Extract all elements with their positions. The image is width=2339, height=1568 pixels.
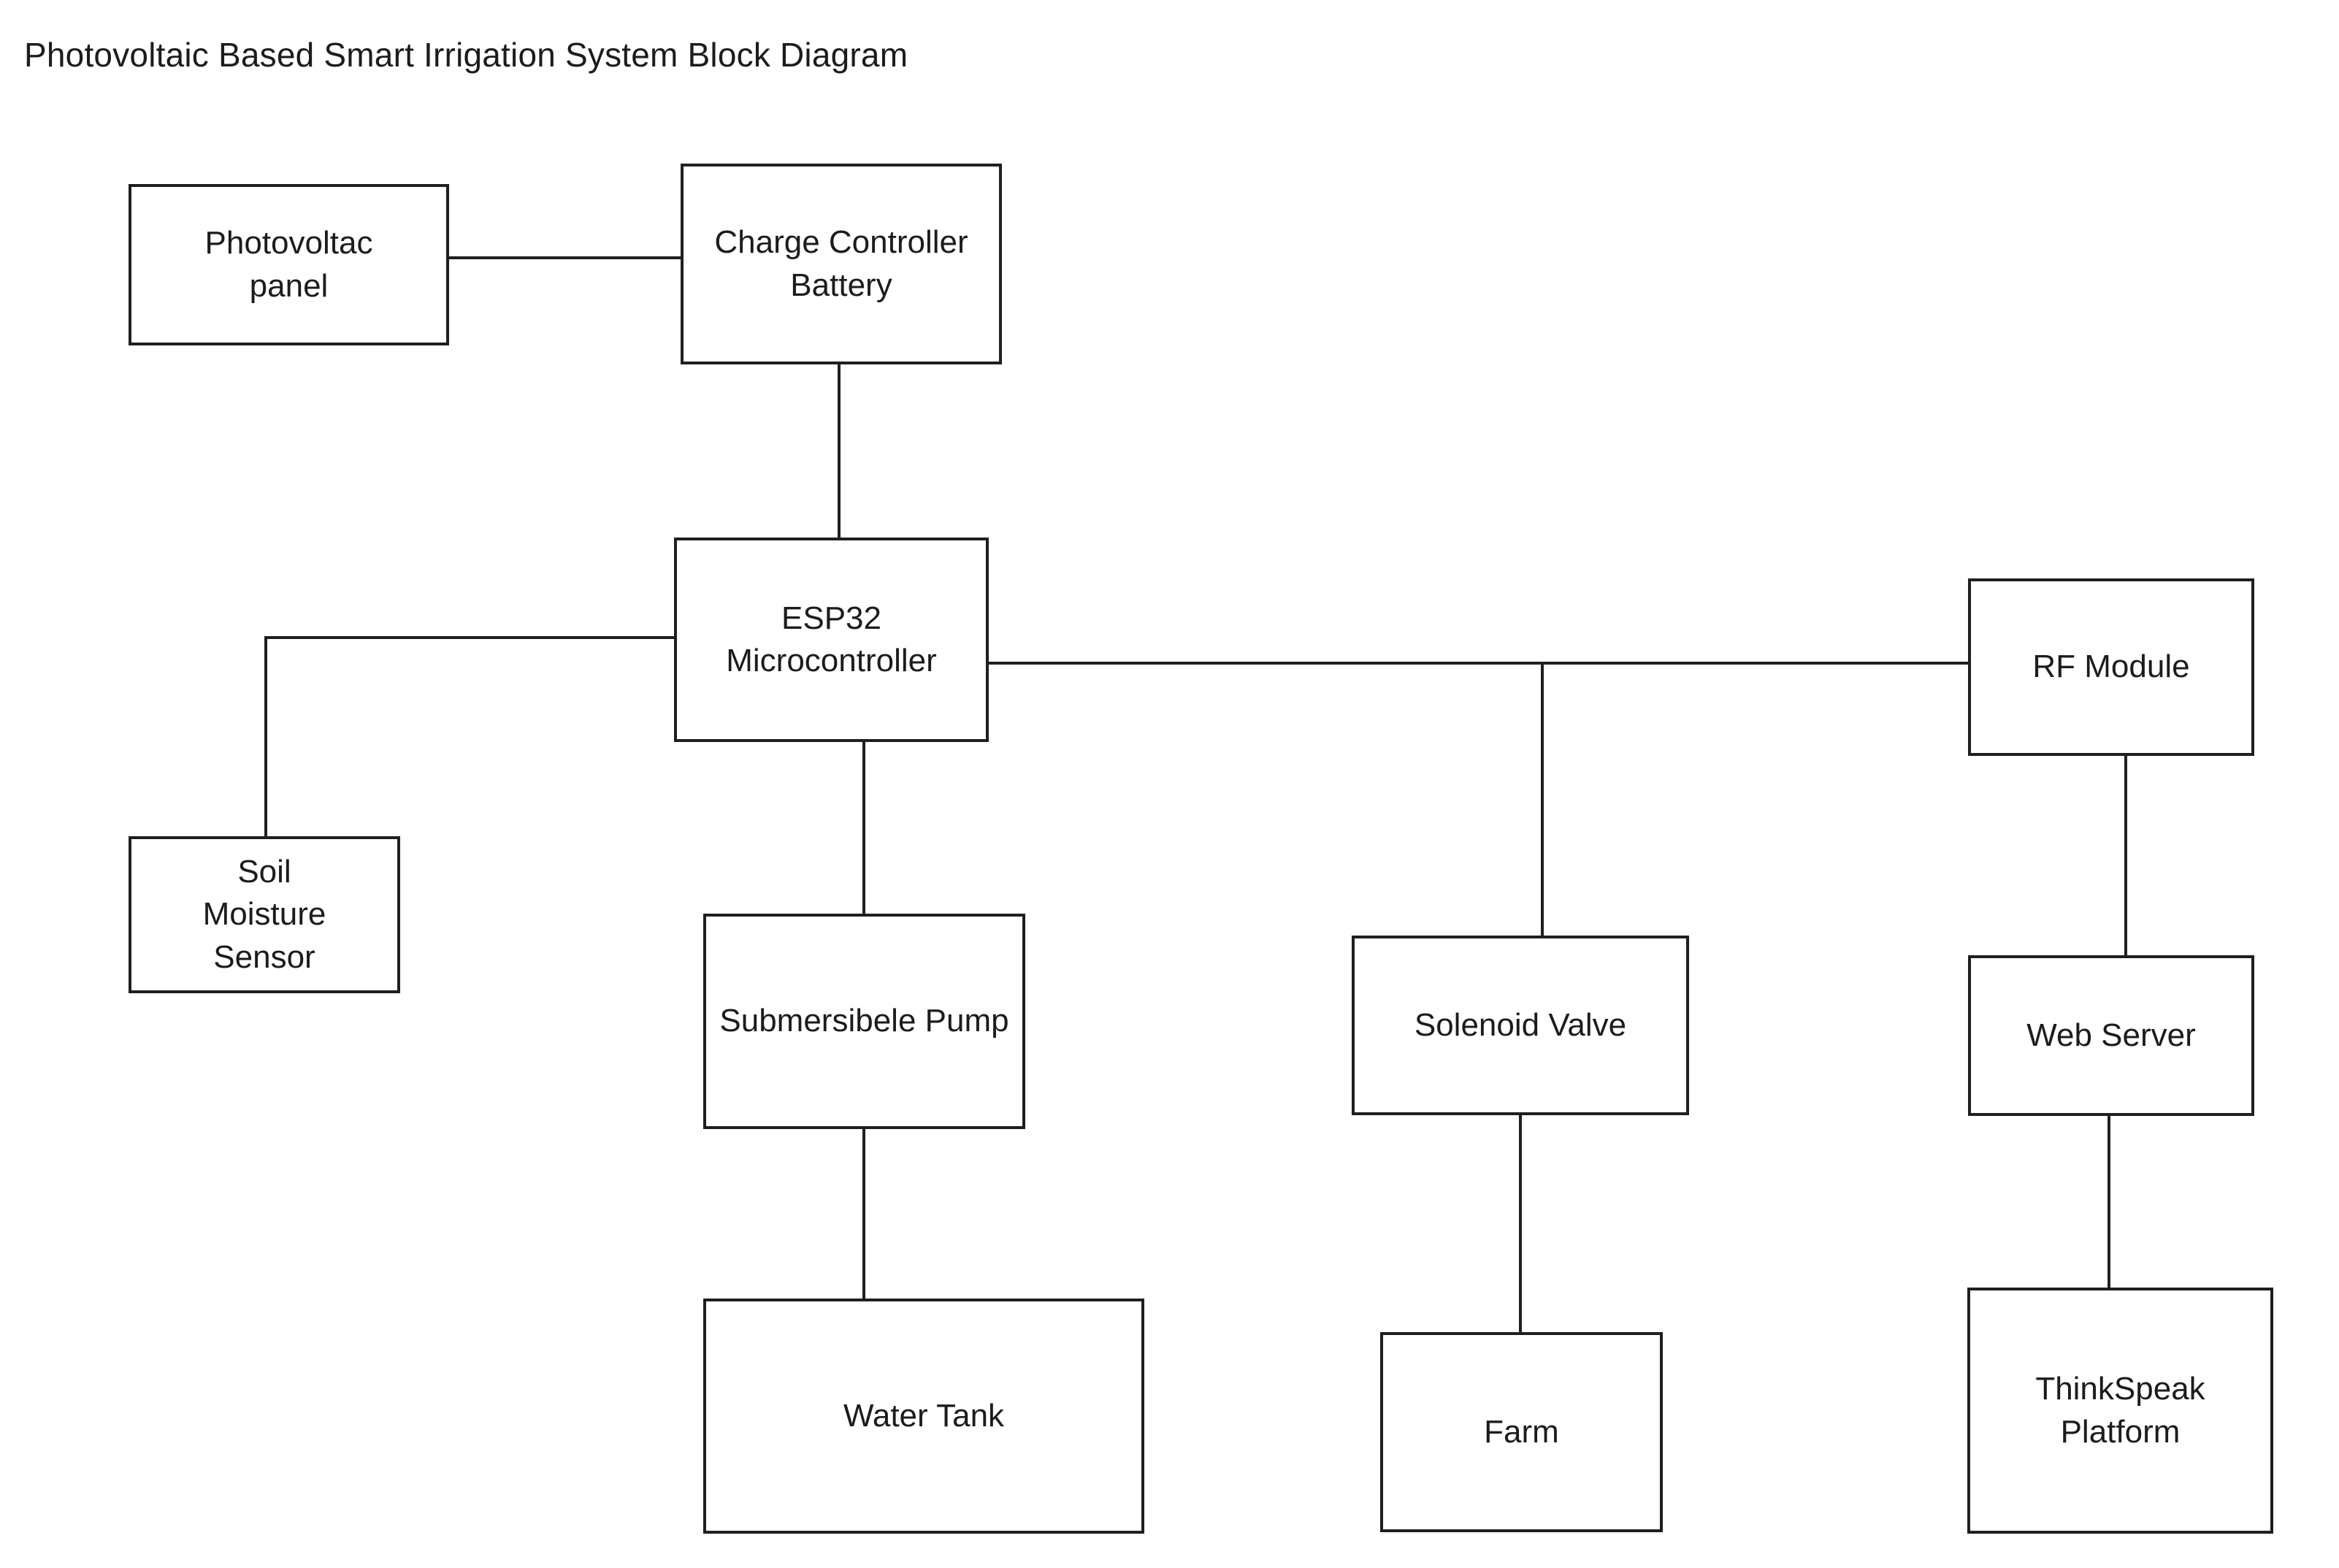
node-submersible-pump[interactable]: Submersibele Pump <box>703 914 1025 1129</box>
edge-esp32-to-solenoid-valve <box>1541 662 1544 938</box>
node-rf-module-label: RF Module <box>2032 649 2190 685</box>
edge-esp32-to-pump <box>862 739 865 917</box>
edge-esp32-to-soil-sensor-horizontal <box>264 636 677 639</box>
node-farm[interactable]: Farm <box>1380 1332 1663 1532</box>
node-rf-module[interactable]: RF Module <box>1968 578 2254 756</box>
edge-pv-to-charge-controller <box>446 256 684 259</box>
edge-solenoid-valve-to-farm <box>1519 1112 1522 1335</box>
node-thinkspeak-platform[interactable]: ThinkSpeak Platform <box>1967 1288 2273 1534</box>
edge-web-server-to-thinkspeak <box>2108 1113 2110 1290</box>
edge-rf-module-to-web-server <box>2124 753 2127 958</box>
node-solenoid-valve-label: Solenoid Valve <box>1414 1006 1627 1043</box>
node-water-tank-label: Water Tank <box>843 1397 1005 1434</box>
node-photovoltaic-panel-label: Photovoltac panel <box>204 225 373 304</box>
node-farm-label: Farm <box>1484 1413 1559 1450</box>
edge-charge-controller-to-esp32 <box>838 362 841 540</box>
edge-pump-to-water-tank <box>862 1126 865 1301</box>
node-solenoid-valve[interactable]: Solenoid Valve <box>1352 936 1689 1115</box>
node-soil-moisture-sensor[interactable]: Soil Moisture Sensor <box>129 836 400 993</box>
edge-esp32-to-soil-sensor-vertical <box>264 636 267 839</box>
diagram-title: Photovoltaic Based Smart Irrigation Syst… <box>24 36 908 74</box>
node-photovoltaic-panel[interactable]: Photovoltac panel <box>129 184 449 345</box>
node-esp32-microcontroller[interactable]: ESP32 Microcontroller <box>674 538 989 742</box>
node-submersible-pump-label: Submersibele Pump <box>719 1003 1009 1039</box>
node-web-server[interactable]: Web Server <box>1968 955 2254 1116</box>
node-water-tank[interactable]: Water Tank <box>703 1299 1144 1534</box>
node-charge-controller-battery[interactable]: Charge Controller Battery <box>681 164 1002 364</box>
node-web-server-label: Web Server <box>2026 1017 2196 1053</box>
edge-esp32-to-rf-module <box>986 662 1971 665</box>
node-thinkspeak-platform-label: ThinkSpeak Platform <box>2035 1371 2205 1450</box>
node-esp32-microcontroller-label: ESP32 Microcontroller <box>726 600 937 678</box>
node-soil-moisture-sensor-label: Soil Moisture Sensor <box>202 854 326 975</box>
node-charge-controller-battery-label: Charge Controller Battery <box>714 224 968 303</box>
